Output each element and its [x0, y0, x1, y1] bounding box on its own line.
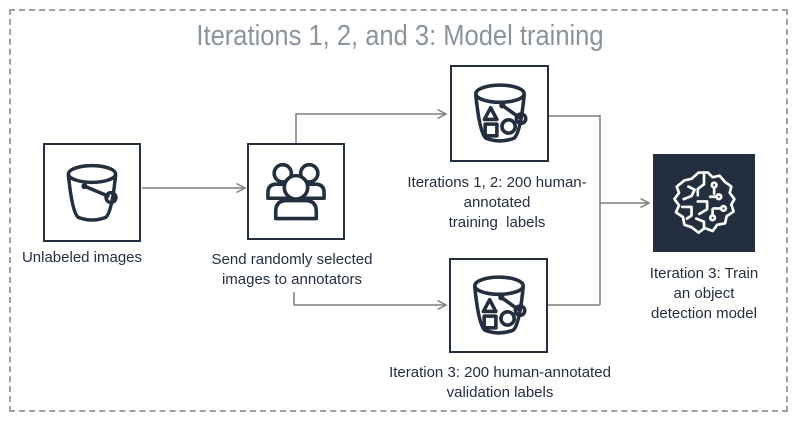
label-training-labels: Iterations 1, 2: 200 human- annotated tr… [407, 174, 587, 231]
node-training-labels [450, 65, 549, 162]
junction-buckets-to-model [548, 115, 601, 306]
diagram-title: Iterations 1, 2, and 3: Model training [196, 20, 604, 52]
label-annotators: Send randomly selected images to annotat… [211, 251, 373, 288]
label-validation-labels: Iteration 3: 200 human-annotated validat… [389, 364, 611, 401]
label-model-training: Iteration 3: Train an object detection m… [649, 265, 759, 322]
node-model-training [653, 154, 755, 252]
node-annotators [247, 143, 345, 240]
s3-bucket-icon [66, 163, 118, 222]
s3-bucket-objects-icon [473, 82, 528, 143]
arrow-annotators-to-validation-bucket [293, 292, 448, 311]
ml-model-icon [673, 171, 736, 234]
label-unlabeled-images: Unlabeled images [21, 249, 143, 266]
s3-bucket-objects-icon [472, 274, 527, 335]
annotators-group-icon [266, 162, 326, 220]
node-unlabeled-images [43, 143, 141, 242]
arrow-annotators-to-training-bucket [295, 108, 448, 143]
node-validation-labels [449, 258, 548, 353]
